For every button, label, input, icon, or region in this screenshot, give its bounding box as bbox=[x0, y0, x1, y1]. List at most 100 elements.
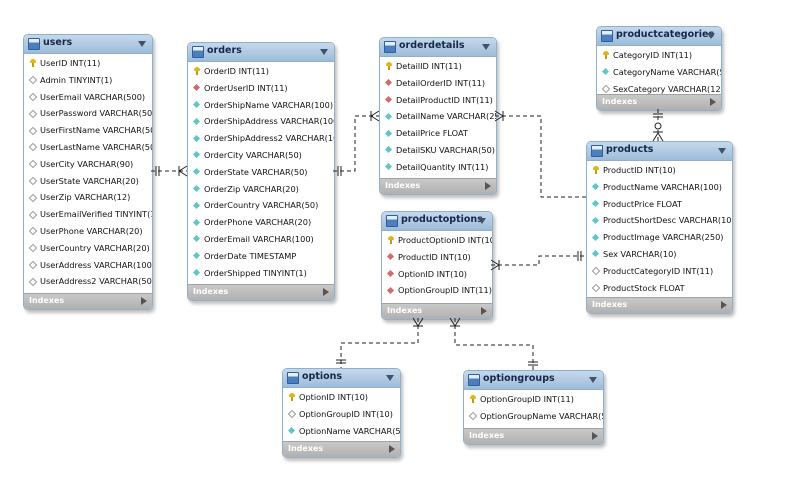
column-row[interactable]: UserEmail VARCHAR(500) bbox=[24, 89, 152, 106]
collapse-arrow-icon[interactable] bbox=[589, 377, 597, 383]
column-row[interactable]: OptionGroupID INT(11) bbox=[382, 282, 492, 299]
column-row[interactable]: OrderID INT(11) bbox=[188, 63, 334, 80]
column-row[interactable]: Admin TINYINT(1) bbox=[24, 72, 152, 89]
collapse-arrow-icon[interactable] bbox=[482, 44, 490, 50]
table-header[interactable]: productoptions bbox=[382, 212, 492, 231]
indexes-bar[interactable]: Indexes bbox=[597, 94, 721, 110]
column-row[interactable]: OrderState VARCHAR(50) bbox=[188, 164, 334, 181]
collapse-arrow-icon[interactable] bbox=[138, 41, 146, 47]
column-label: ProductCategoryID INT(11) bbox=[603, 265, 714, 276]
column-row[interactable]: OrderPhone VARCHAR(20) bbox=[188, 214, 334, 231]
column-row[interactable]: OptionGroupName VARCHAR(50) bbox=[464, 408, 603, 425]
indexes-bar[interactable]: Indexes bbox=[188, 284, 334, 300]
column-row[interactable]: OrderCountry VARCHAR(50) bbox=[188, 197, 334, 214]
column-row[interactable]: DetailSKU VARCHAR(50) bbox=[380, 142, 496, 159]
column-row[interactable]: UserState VARCHAR(20) bbox=[24, 173, 152, 190]
column-row[interactable]: OrderDate TIMESTAMP bbox=[188, 248, 334, 265]
column-row[interactable]: OrderUserID INT(11) bbox=[188, 80, 334, 97]
indexes-bar[interactable]: Indexes bbox=[24, 293, 152, 309]
nullable-column-icon bbox=[469, 412, 477, 420]
table-header[interactable]: orderdetails bbox=[380, 38, 496, 57]
column-row[interactable]: ProductOptionID INT(10) bbox=[382, 232, 492, 249]
column-label: UserID INT(11) bbox=[40, 58, 101, 68]
column-row[interactable]: UserAddress2 VARCHAR(50) bbox=[24, 273, 152, 290]
column-row[interactable]: DetailQuantity INT(11) bbox=[380, 159, 496, 176]
column-row[interactable]: UserZip VARCHAR(12) bbox=[24, 189, 152, 206]
column-row[interactable]: UserLastName VARCHAR(50) bbox=[24, 139, 152, 156]
expand-arrow-icon[interactable] bbox=[721, 301, 727, 309]
column-row[interactable]: DetailPrice FLOAT bbox=[380, 125, 496, 142]
column-row[interactable]: UserEmailVerified TINYINT(1) bbox=[24, 206, 152, 223]
expand-arrow-icon[interactable] bbox=[141, 297, 147, 305]
table-header[interactable]: orders bbox=[188, 43, 334, 62]
table-header[interactable]: options bbox=[283, 369, 400, 388]
column-row[interactable]: OrderShipAddress VARCHAR(100) bbox=[188, 113, 334, 130]
column-row[interactable]: ProductStock FLOAT bbox=[587, 280, 732, 297]
column-diamond-icon bbox=[193, 252, 201, 260]
expand-arrow-icon[interactable] bbox=[710, 98, 716, 106]
column-row[interactable]: DetailName VARCHAR(250) bbox=[380, 108, 496, 125]
table-header[interactable]: products bbox=[587, 142, 732, 161]
column-row[interactable]: CategoryName VARCHAR(50) bbox=[597, 64, 721, 81]
collapse-arrow-icon[interactable] bbox=[320, 49, 328, 55]
column-row[interactable]: ProductPrice FLOAT bbox=[587, 196, 732, 213]
column-row[interactable]: ProductShortDesc VARCHAR(1000) bbox=[587, 212, 732, 229]
column-row[interactable]: OptionGroupID INT(11) bbox=[464, 391, 603, 408]
column-row[interactable]: UserID INT(11) bbox=[24, 55, 152, 72]
nullable-column-icon bbox=[29, 177, 37, 185]
column-row[interactable]: DetailOrderID INT(11) bbox=[380, 75, 496, 92]
column-row[interactable]: OptionName VARCHAR(50) bbox=[283, 423, 400, 440]
column-row[interactable]: Sex VARCHAR(10) bbox=[587, 246, 732, 263]
table-icon bbox=[28, 38, 40, 50]
indexes-bar[interactable]: Indexes bbox=[587, 297, 732, 313]
column-row[interactable]: UserAddress VARCHAR(100) bbox=[24, 257, 152, 274]
collapse-arrow-icon[interactable] bbox=[707, 33, 715, 39]
column-row[interactable]: ProductID INT(10) bbox=[587, 162, 732, 179]
collapse-arrow-icon[interactable] bbox=[386, 375, 394, 381]
indexes-bar[interactable]: Indexes bbox=[283, 441, 400, 457]
column-row[interactable]: ProductID INT(10) bbox=[382, 249, 492, 266]
table-header[interactable]: users bbox=[24, 35, 152, 54]
column-row[interactable]: ProductCategoryID INT(11) bbox=[587, 263, 732, 280]
column-row[interactable]: ProductName VARCHAR(100) bbox=[587, 179, 732, 196]
collapse-arrow-icon[interactable] bbox=[718, 148, 726, 154]
indexes-bar[interactable]: Indexes bbox=[464, 428, 603, 444]
column-row[interactable]: OrderShipped TINYINT(1) bbox=[188, 265, 334, 282]
column-row[interactable]: UserCountry VARCHAR(20) bbox=[24, 240, 152, 257]
column-row[interactable]: DetailProductID INT(11) bbox=[380, 92, 496, 109]
column-row[interactable]: OrderEmail VARCHAR(100) bbox=[188, 231, 334, 248]
expand-arrow-icon[interactable] bbox=[389, 445, 395, 453]
column-row[interactable]: CategoryID INT(11) bbox=[597, 47, 721, 64]
column-row[interactable]: UserCity VARCHAR(90) bbox=[24, 156, 152, 173]
indexes-bar[interactable]: Indexes bbox=[380, 178, 496, 194]
indexes-bar[interactable]: Indexes bbox=[382, 303, 492, 319]
column-row[interactable]: OrderShipName VARCHAR(100) bbox=[188, 97, 334, 114]
expand-arrow-icon[interactable] bbox=[592, 432, 598, 440]
expand-arrow-icon[interactable] bbox=[323, 288, 329, 296]
column-row[interactable]: OptionGroupID INT(10) bbox=[283, 406, 400, 423]
table-header[interactable]: productcategories bbox=[597, 27, 721, 46]
column-row[interactable]: SexCategory VARCHAR(12) bbox=[597, 81, 721, 98]
column-row[interactable]: OptionID INT(10) bbox=[283, 389, 400, 406]
column-row[interactable]: UserPassword VARCHAR(500) bbox=[24, 105, 152, 122]
column-row[interactable]: UserFirstName VARCHAR(50) bbox=[24, 122, 152, 139]
column-row[interactable]: DetailID INT(11) bbox=[380, 58, 496, 75]
collapse-arrow-icon[interactable] bbox=[478, 218, 486, 224]
table-header[interactable]: optiongroups bbox=[464, 371, 603, 390]
column-row[interactable]: ProductImage VARCHAR(250) bbox=[587, 229, 732, 246]
column-row[interactable]: OrderZip VARCHAR(20) bbox=[188, 181, 334, 198]
expand-arrow-icon[interactable] bbox=[481, 307, 487, 315]
expand-arrow-icon[interactable] bbox=[485, 182, 491, 190]
column-row[interactable]: OrderCity VARCHAR(50) bbox=[188, 147, 334, 164]
column-row[interactable]: OptionID INT(10) bbox=[382, 266, 492, 283]
column-row[interactable]: UserPhone VARCHAR(20) bbox=[24, 223, 152, 240]
column-row[interactable]: OrderShipAddress2 VARCHAR(100) bbox=[188, 130, 334, 147]
